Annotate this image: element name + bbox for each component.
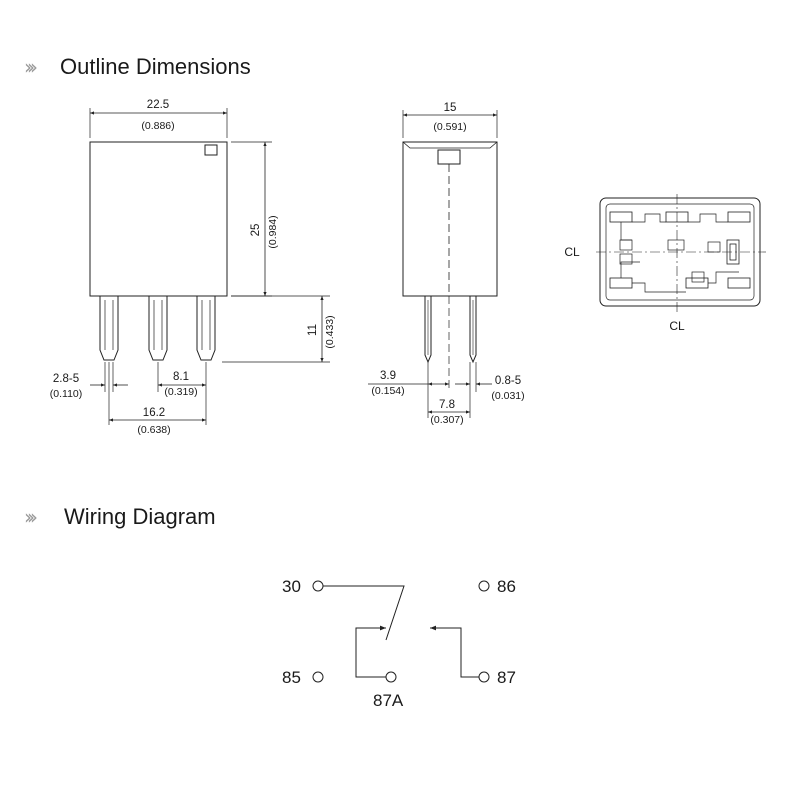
pin-pitch-value: 8.1 [173,371,189,383]
side-view [368,110,498,418]
wiring-labels: 30 86 85 87 87A [282,577,516,710]
terminal-30 [312,580,324,592]
label-30: 30 [282,577,301,596]
pin-spacing-value: 7.8 [439,399,455,411]
centerline-label-left: CL [564,245,580,259]
front-view [89,108,330,425]
pin-thickness-value: 0.8-5 [495,375,521,387]
front-height-value: 25 [250,224,262,237]
body-notch [204,144,218,156]
front-labels: 22.5 (0.886) 25 (0.984) 11 (0.433) 2.8-5… [50,99,336,436]
outline-title: Outline Dimensions [60,54,251,79]
label-87a: 87A [373,691,404,710]
bottom-labels: CL CL [564,245,685,333]
side-labels: 15 (0.591) 3.9 (0.154) 0.8-5 (0.031) 7.8… [371,102,524,426]
pin-length-value: 11 [307,324,319,336]
pin-span-value: 16.2 [143,407,165,419]
nc-contact-line [355,625,386,678]
terminal-85 [312,671,324,683]
front-width-inch: (0.886) [141,120,174,132]
pin-left [99,296,119,361]
front-height-inch: (0.984) [267,215,279,248]
side-latch [437,149,461,165]
switch-arm [323,585,405,641]
pin-spacing-inch: (0.307) [430,414,463,426]
offset-value: 3.9 [380,370,396,382]
pin-right [196,296,216,361]
no-contact-line [430,625,479,678]
pin-span-inch: (0.638) [137,424,170,436]
pin-thickness-inch: (0.031) [491,390,524,402]
pin-pitch-inch: (0.319) [164,386,197,398]
side-width-value: 15 [444,102,457,114]
side-width-inch: (0.591) [433,121,466,133]
terminal-87a [385,671,397,683]
relay-body-front [89,141,228,297]
pin-width-inch: (0.110) [50,388,83,400]
label-85: 85 [282,668,301,687]
wiring-diagram [312,580,490,683]
centerline-label-bottom: CL [669,319,685,333]
front-pins [99,296,216,361]
front-width-value: 22.5 [147,99,169,111]
side-pin-right [469,296,477,364]
terminal-87 [478,671,490,683]
pin-length-inch: (0.433) [324,315,336,348]
relay-body-side [402,141,498,297]
pin-middle [148,296,168,361]
label-86: 86 [497,577,516,596]
pin-width-value: 2.8-5 [53,373,79,385]
offset-inch: (0.154) [371,385,404,397]
wiring-title: Wiring Diagram [64,504,216,529]
label-87: 87 [497,668,516,687]
bottom-view [596,194,766,312]
terminal-86 [478,580,490,592]
